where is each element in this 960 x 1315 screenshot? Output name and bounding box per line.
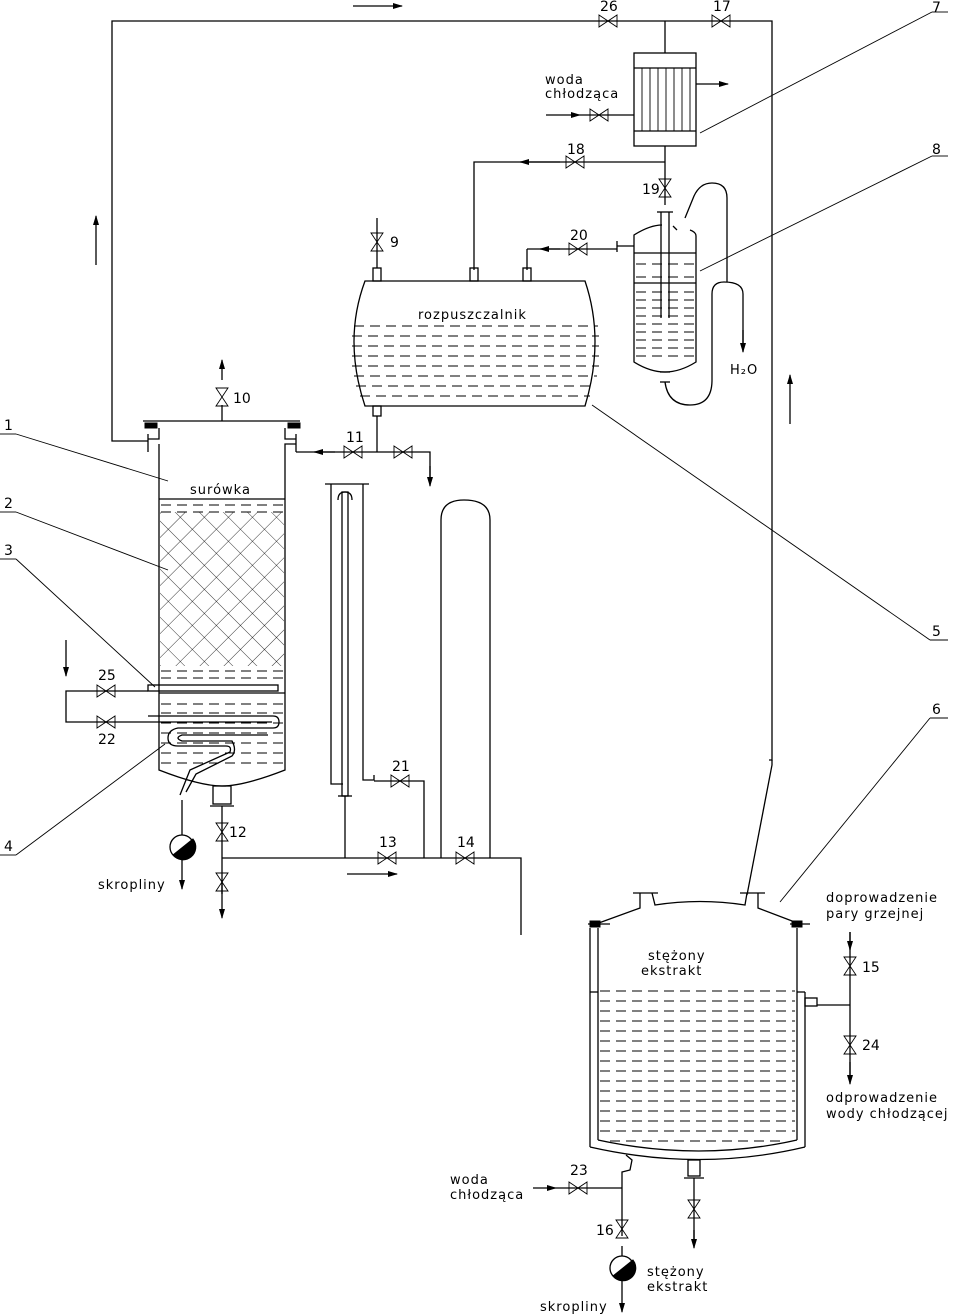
- valve-label-12: 12: [229, 825, 247, 841]
- equipment-label-4: 4: [4, 839, 13, 855]
- concentrate-label-2: ekstrakt: [641, 964, 702, 979]
- equipment-label-6: 6: [932, 702, 941, 718]
- solvent-label: rozpuszczalnik: [418, 308, 527, 323]
- pipe-11: [296, 451, 431, 478]
- separator-8: [526, 182, 746, 406]
- valve-label-15: 15: [862, 960, 880, 976]
- riser-and-u-tube: [440, 499, 522, 935]
- valve-label-18: 18: [567, 142, 585, 158]
- cooling-out-label-1: odprowadzenie: [826, 1091, 938, 1106]
- steam-in-label-2: pary grzejnej: [826, 907, 924, 922]
- equipment-label-7: 7: [932, 0, 941, 16]
- valve-label-19: 19: [642, 182, 660, 198]
- product-out-label-1: stężony: [647, 1265, 705, 1280]
- equipment-label-1: 1: [4, 418, 13, 434]
- steam-in-label-1: doprowadzenie: [826, 891, 938, 906]
- valve-10[interactable]: [215, 387, 229, 407]
- condensate-label-bottom: skropliny: [540, 1300, 608, 1315]
- cooling-water-label-top-1: woda: [545, 73, 584, 88]
- valve-label-21: 21: [392, 759, 410, 775]
- equipment-label-2: 2: [4, 496, 13, 512]
- valve-label-16: 16: [596, 1223, 614, 1239]
- cooling-water-label-bottom-2: chłodząca: [450, 1188, 524, 1203]
- solvent-tank-5: [352, 218, 948, 641]
- valve-label-9: 9: [390, 235, 399, 251]
- cooling-water-label-top-2: chłodząca: [545, 87, 619, 102]
- valve-label-22: 22: [98, 732, 116, 748]
- valve-label-13: 13: [379, 835, 397, 851]
- valve-label-26: 26: [600, 0, 618, 15]
- valve-label-20: 20: [570, 228, 588, 244]
- extractor-column-1: [143, 359, 478, 919]
- valve-label-11: 11: [346, 430, 364, 446]
- top-vapor-pipe: [93, 3, 793, 896]
- pipe-18: [473, 161, 665, 270]
- valve-label-10: 10: [233, 391, 251, 407]
- product-out-label-2: ekstrakt: [647, 1280, 708, 1295]
- valve-label-17: 17: [713, 0, 731, 15]
- steam-feed-column: [65, 690, 148, 723]
- valve-label-25: 25: [98, 668, 116, 684]
- equipment-label-8: 8: [932, 142, 941, 158]
- valve-label-24: 24: [862, 1038, 880, 1054]
- condenser-7: [546, 21, 729, 205]
- leader-lines-left: [0, 433, 169, 856]
- concentrate-label-1: stężony: [648, 949, 706, 964]
- raw-material-label: surówka: [190, 483, 251, 498]
- water-out-label: H₂O: [730, 363, 758, 378]
- valve-label-23: 23: [570, 1163, 588, 1179]
- reflux-tube: [325, 483, 425, 858]
- cooling-water-label-bottom-1: woda: [450, 1173, 489, 1188]
- evaporator-6: [533, 717, 948, 1313]
- valve-label-14: 14: [457, 835, 475, 851]
- cooling-out-label-2: wody chłodzącej: [826, 1107, 949, 1122]
- equipment-label-3: 3: [4, 543, 13, 559]
- equipment-label-5: 5: [932, 624, 941, 640]
- condensate-label-left: skropliny: [98, 878, 166, 893]
